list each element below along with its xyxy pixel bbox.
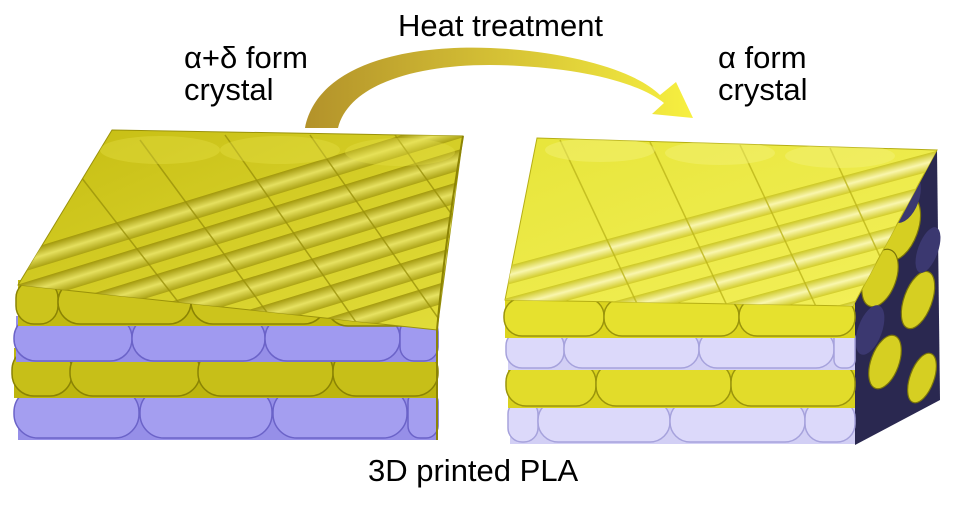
process-label: Heat treatment [398,8,604,43]
material-label: 3D printed PLA [368,453,579,488]
after-crystal-word: crystal [718,72,808,107]
left-front-layers [11,279,439,440]
before-crystal-word: crystal [184,72,274,107]
right-front-layers [503,297,856,444]
right-crystal-block [503,137,941,445]
before-crystal-form: α+δ form [184,40,308,75]
after-crystal-form: α form [718,40,807,75]
before-crystal-label: α+δ form crystal [184,42,308,106]
curved-arrow-icon [305,47,693,128]
after-crystal-label: α form crystal [718,42,808,106]
